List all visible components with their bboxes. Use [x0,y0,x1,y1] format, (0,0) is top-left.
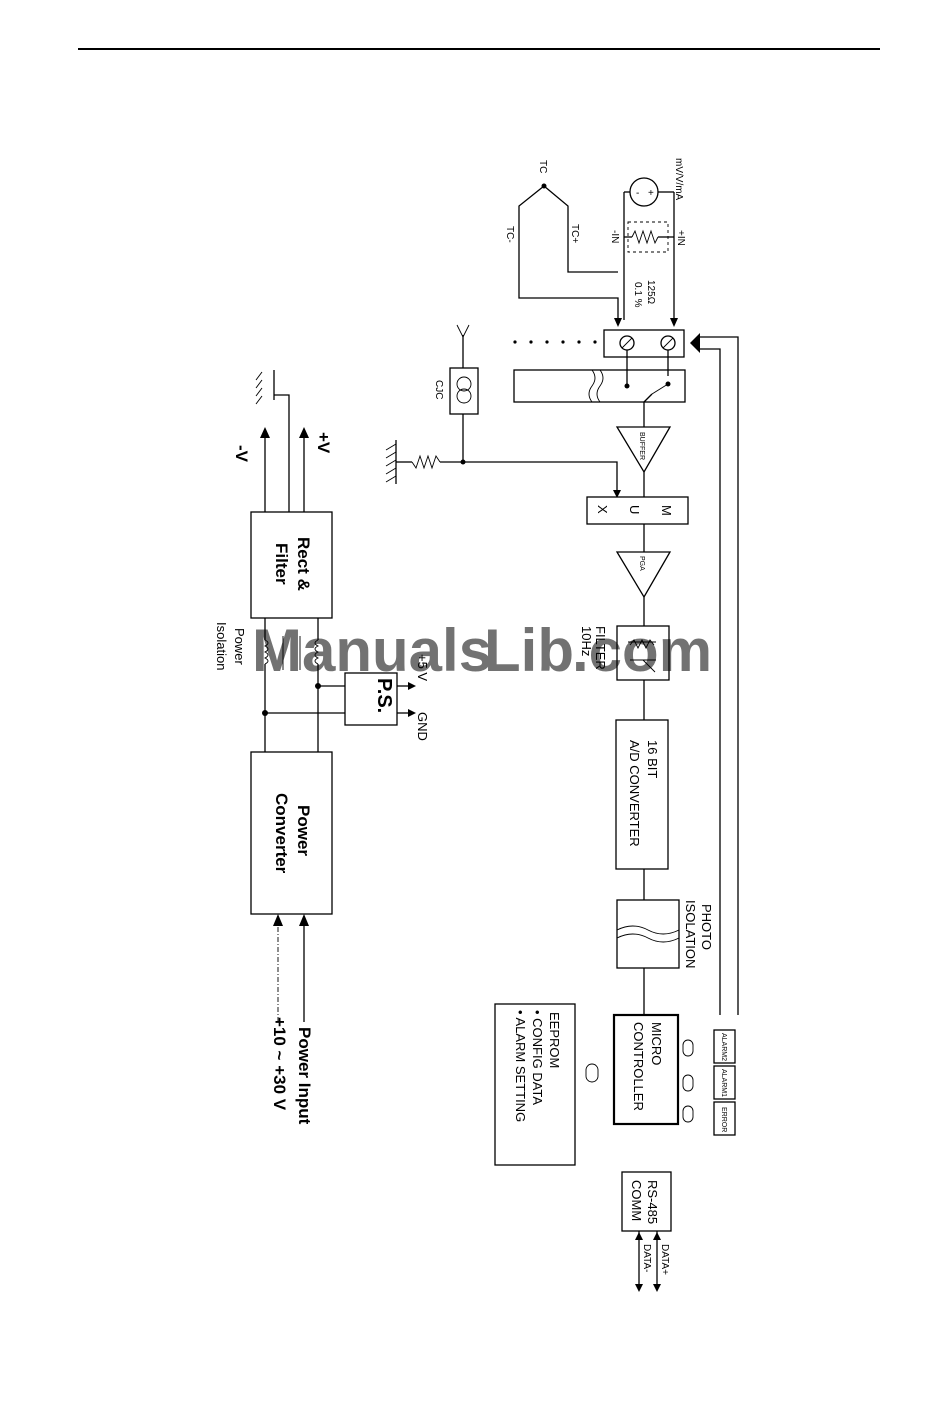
power-isolation-label-1: Power [232,628,247,666]
eeprom-alarm-label: • ALARM SETTING [513,1010,528,1122]
alarm2-label: ALARM2 [720,1033,727,1061]
minus-v-label: -V [232,445,251,463]
plus-5v-label: +5 V [415,654,430,681]
power-section: -V +V Rect & Filter Power Isolation P.S. [214,370,430,1125]
watermark-manuals: Manuals [252,617,492,684]
watermark-lib: Lib [484,617,574,684]
micro-label-1: MICRO [649,1022,664,1065]
filter-label-2: 10Hz [579,626,594,656]
rs485-label-1: RS-485 [645,1180,660,1224]
power-converter-label-1: Power [294,805,313,856]
in-minus-label: -IN [609,230,620,243]
shunt-resistor [624,221,674,253]
mux-label-x: X [595,505,610,514]
rect-filter-block [250,511,333,619]
plus-v-label: +V [314,432,333,454]
signal-section: TC TC- TC+ - + mV/V/mA -IN +IN 125Ω 0.1 … [385,158,739,1292]
photo-isolation-label-1: PHOTO [699,904,714,950]
watermark: Manuals Lib .com [252,617,712,684]
svg-text:+: + [648,188,654,199]
rs485-label-2: COMM [629,1180,644,1221]
data-minus-label: DATA- [641,1244,652,1273]
tc-label: TC [537,160,548,173]
ps-label: P.S. [373,678,395,713]
power-isolation-label-2: Isolation [214,622,229,670]
eeprom-label: EEPROM [547,1012,562,1068]
micro-label-2: CONTROLLER [631,1022,646,1111]
watermark-com: .com [572,617,712,684]
buffer-amp [615,426,672,474]
filter-block [616,625,670,681]
power-converter-block [250,751,333,915]
photo-isolation-block [616,899,680,969]
data-plus-label: DATA+ [659,1244,670,1275]
pga-label: PGA [638,556,645,571]
in-plus-label: +IN [675,230,686,246]
power-input-label-2: +10 ~ +30 V [270,1017,289,1111]
alarm1-box [713,1065,736,1100]
rs485-block [621,1171,672,1232]
svg-text:-: - [636,188,639,199]
rect-filter-label-2: Filter [272,543,291,585]
alarm1-label: ALARM1 [720,1069,727,1097]
eeprom-config-label: • CONFIG DATA [530,1010,545,1105]
tc-minus-label: TC- [504,226,515,243]
alarm-outputs: ALARM2 ALARM1 ERROR [682,1029,736,1136]
buffer-label: BUFFER [638,432,645,460]
ps-block [344,672,398,726]
error-label: ERROR [720,1107,727,1132]
micro-controller-block [612,1013,680,1126]
resistor-label-1: 125Ω [645,280,656,305]
cjc-block [449,367,479,415]
mux-label-u: U [627,505,642,514]
mux-label-m: M [659,505,674,516]
channel-dots [513,340,597,344]
rect-filter-label-1: Rect & [294,537,313,591]
ad-label-2: A/D CONVERTER [627,740,642,847]
alarm2-box [713,1029,736,1064]
resistor-label-2: 0.1 % [632,282,643,308]
power-input-label-1: Power Input [295,1027,314,1125]
tc-plus-label: TC+ [569,224,580,243]
power-transformer [263,618,320,752]
gnd-label: GND [415,712,430,741]
eeprom-block [494,1003,576,1166]
cjc-label: CJC [433,380,444,399]
filter-label-1: FILTER [593,626,608,670]
photo-isolation-label-2: ISOLATION [683,900,698,968]
power-converter-label-2: Converter [272,793,291,874]
ad-converter-block [615,719,669,870]
error-box [713,1101,736,1136]
ad-label-1: 16 BIT [645,740,660,778]
mv-v-ma-label: mV/V/mA [673,158,684,201]
mux-block [586,496,689,525]
pga-amp [615,551,672,599]
ground-symbol [255,370,290,512]
